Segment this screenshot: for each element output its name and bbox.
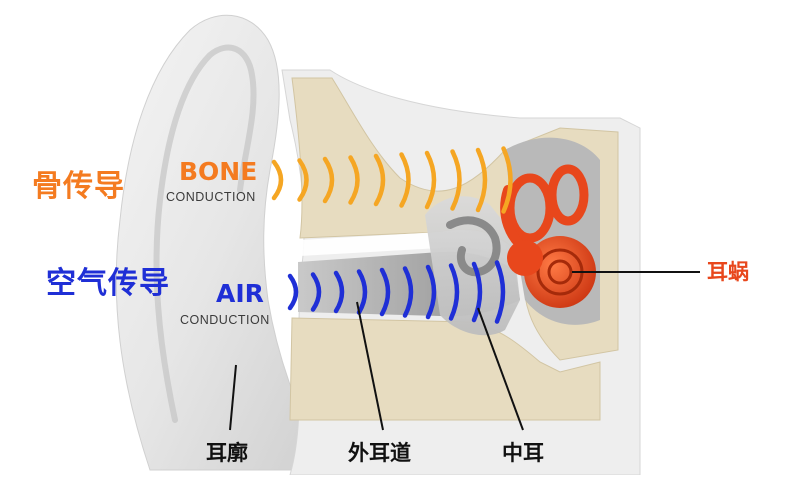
wave-arc [501,146,513,214]
wave-arc [448,263,460,321]
wave-arc [399,152,411,208]
wave-arc [310,272,322,312]
wave-arc [475,147,488,213]
wave-arc [322,156,335,204]
bone-en-label: BONE [179,157,258,186]
wave-arc [271,159,284,201]
wave-arc [402,266,414,318]
cochlea-label: 耳蜗 [707,260,749,284]
auricle-fold [153,44,257,423]
wave-arc [297,158,309,202]
wave-arc [333,270,345,314]
middle-ear-bones [446,216,501,277]
bone-conduction-label: 骨传导 [32,169,125,204]
wave-arc [287,273,299,311]
leader-ear-canal [356,301,384,431]
wave-arc [450,149,462,211]
wave-arc [425,264,437,320]
air-en-sub-label: CONDUCTION [180,313,270,327]
wave-arc [373,153,386,207]
ear-canal-label: 外耳道 [348,441,411,465]
auricle-label: 耳廓 [206,441,248,465]
wave-arc [356,269,368,315]
leader-middle-ear [477,307,524,431]
auricle-shape [115,14,331,471]
wave-arc [379,267,391,317]
wave-arc [494,260,506,324]
bone-waves-icon [271,146,513,214]
wave-arc [471,261,483,323]
wave-arc [424,150,437,210]
air-en-label: AIR [216,279,264,308]
bone-en-sub-label: CONDUCTION [166,190,256,204]
air-waves-icon [287,260,506,324]
leader-auricle [229,364,237,431]
middle-ear-label: 中耳 [502,441,544,465]
air-conduction-label: 空气传导 [46,266,170,301]
wave-arc [348,155,360,205]
